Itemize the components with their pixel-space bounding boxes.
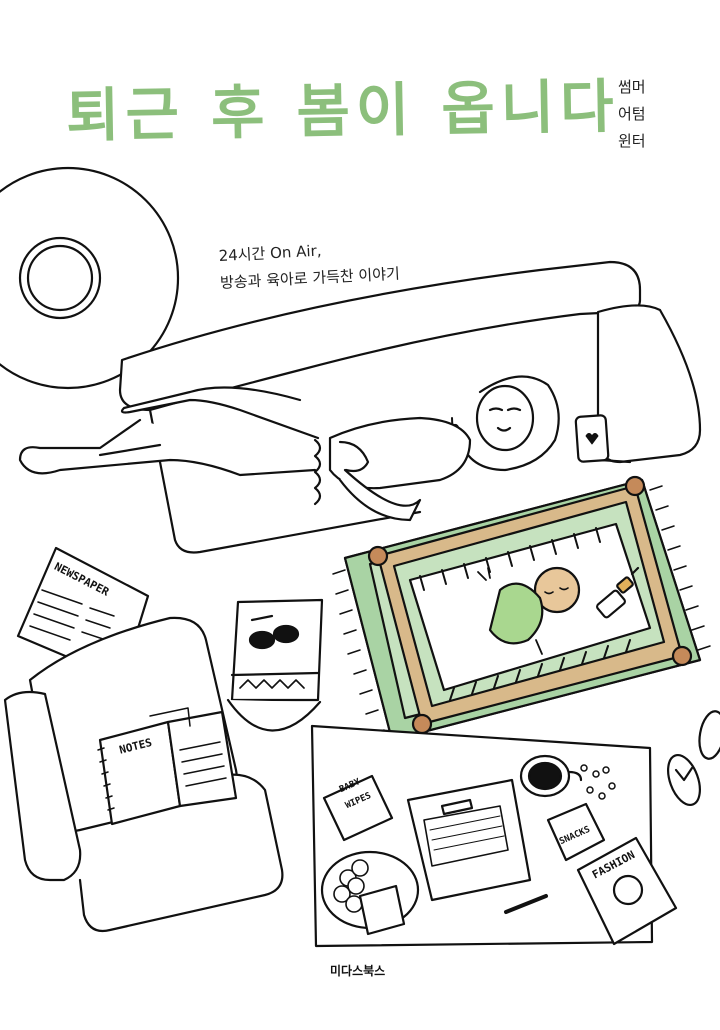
phone [574,414,610,463]
woman-on-sofa [18,375,560,522]
sofa [118,260,702,554]
baby-bottle [596,566,640,619]
book-title: 퇴근 후 봄이 옵니다 [65,72,621,150]
armchair [3,616,284,933]
flip-flops [667,710,720,806]
author-list: 썸머 어텀 윈터 [618,74,646,155]
author-name: 썸머 [618,78,646,96]
round-table [0,166,180,390]
book-subtitle: 24시간 On Air, 방송과 육아로 가득찬 이야기 [218,234,400,297]
coffee-table [310,724,678,948]
beach-bag [226,598,324,732]
author-name: 어텀 [618,105,646,123]
author-name: 윈터 [618,132,646,150]
baby [477,566,581,655]
publisher-logo: 미다스북스 [330,964,386,978]
